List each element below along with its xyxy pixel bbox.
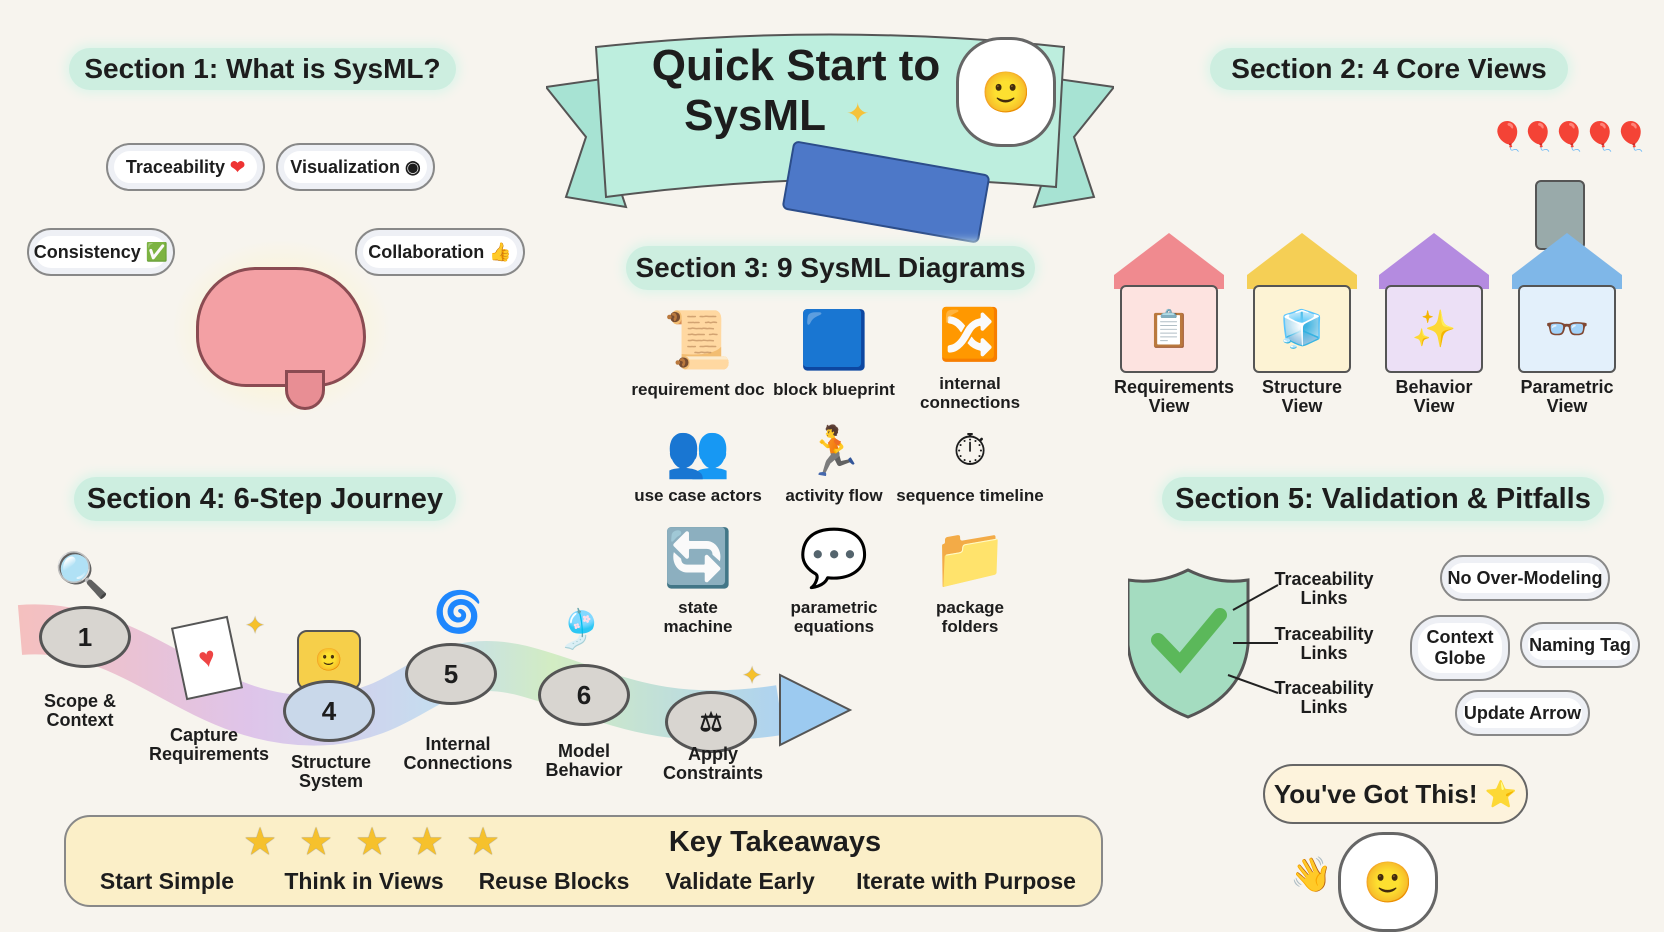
view-label: Requirements View bbox=[1114, 377, 1235, 416]
journey-arrow-head bbox=[779, 673, 853, 747]
view-requirements: 📋 bbox=[1114, 233, 1224, 373]
section-3-title: Section 3: 9 SysML Diagrams bbox=[626, 246, 1035, 290]
step-label: Model Behavior bbox=[545, 741, 623, 780]
title-banner: Quick Start to SysML 🙂 ✦ bbox=[544, 27, 1116, 244]
cloud-label: Visualization bbox=[290, 156, 400, 177]
handshake-icon: 👍 bbox=[489, 241, 512, 262]
checklist-icon: 📋 bbox=[1120, 285, 1218, 373]
takeaway-item: Reuse Blocks bbox=[478, 868, 630, 894]
shield-link-label: Traceability Links bbox=[1274, 678, 1374, 717]
section-1-title: Section 1: What is SysML? bbox=[69, 48, 456, 90]
behavior-swirl-icon: 🎐 bbox=[556, 609, 604, 651]
brain-icon bbox=[196, 267, 366, 387]
diagram-label: package folders bbox=[935, 598, 1005, 636]
astronaut-waving-icon: 🙂 bbox=[1338, 832, 1438, 932]
cloud-label: Consistency bbox=[33, 241, 141, 262]
heart-icon: ❤ bbox=[229, 156, 246, 177]
ribbon-graphic bbox=[544, 33, 1116, 209]
step-label: Structure System bbox=[290, 752, 371, 791]
equation-bubble-icon: 💬 bbox=[799, 526, 869, 589]
diagram-label: state machine bbox=[663, 598, 733, 636]
speech-bubble: You've Got This! ⭐ bbox=[1263, 764, 1528, 824]
takeaways-title: Key Takeaways bbox=[668, 826, 882, 858]
shield-icon bbox=[1128, 568, 1279, 719]
view-label: Behavior View bbox=[1395, 377, 1473, 416]
key-takeaways-box bbox=[64, 815, 1103, 907]
takeaway-item: Iterate with Purpose bbox=[856, 868, 1076, 894]
step-label: Internal Connections bbox=[403, 734, 513, 773]
pitfall-cloud: No Over-Modeling bbox=[1440, 555, 1610, 601]
glasses-icon: 👓 bbox=[1518, 285, 1616, 373]
pitfall-cloud: Context Globe bbox=[1410, 615, 1510, 681]
sparkle-icon: ✦ bbox=[846, 98, 870, 129]
step-stone-constraints: ⚖ bbox=[665, 691, 757, 753]
shield-link-label: Traceability Links bbox=[1274, 569, 1374, 608]
title-line-2: SysML bbox=[684, 91, 826, 140]
eye-icon: ◉ bbox=[405, 156, 421, 177]
swirl-arrows-icon: 🌀 bbox=[433, 590, 483, 635]
diagram-label: activity flow bbox=[785, 486, 883, 505]
magnifier-icon: 🔍 bbox=[54, 551, 110, 600]
section-4-title: Section 4: 6-Step Journey bbox=[74, 477, 456, 521]
view-structure: 🧊 bbox=[1247, 233, 1357, 373]
astronaut-icon: 🙂 bbox=[956, 37, 1056, 147]
cloud-traceability: Traceability ❤ bbox=[106, 143, 265, 191]
diagram-label: use case actors bbox=[634, 486, 762, 505]
step-stone-5: 5 bbox=[405, 643, 497, 705]
star-icon: ★ bbox=[465, 821, 501, 864]
connections-icon: 🔀 bbox=[938, 306, 1002, 363]
actors-icon: 👥 bbox=[665, 422, 731, 481]
step-stone-6: 6 bbox=[538, 664, 630, 726]
shield-link-label: Traceability Links bbox=[1274, 624, 1374, 663]
diagram-label: requirement doc bbox=[631, 380, 765, 399]
pitfall-label: Context Globe bbox=[1426, 627, 1494, 668]
cloud-visualization: Visualization ◉ bbox=[276, 143, 435, 191]
star-icon: ★ bbox=[354, 821, 390, 864]
scroll-icon: 📜 bbox=[663, 308, 733, 371]
view-label: Structure View bbox=[1261, 377, 1342, 416]
waving-hand-icon: 👋 bbox=[1290, 856, 1333, 894]
diagram-label: sequence timeline bbox=[896, 486, 1044, 505]
star-icon: ★ bbox=[242, 821, 278, 864]
state-machine-icon: 🔄 bbox=[663, 526, 733, 589]
pitfall-cloud: Naming Tag bbox=[1520, 622, 1640, 668]
path-icon: ✨ bbox=[1385, 285, 1483, 373]
scales-icon: ⚖ bbox=[699, 706, 723, 737]
balloons-icon: 🎈🎈🎈🎈🎈 bbox=[1490, 121, 1648, 152]
takeaway-item: Validate Early bbox=[665, 868, 815, 894]
cloud-consistency: Consistency ✅ bbox=[27, 228, 175, 276]
timeline-icon: ⏱ bbox=[952, 426, 988, 475]
view-parametric: 👓 bbox=[1512, 233, 1622, 373]
step-stone-1: 1 bbox=[39, 606, 131, 668]
diagram-label: parametric equations bbox=[790, 598, 878, 636]
blocks-icon: 🧊 bbox=[1253, 285, 1351, 373]
diagram-label: block blueprint bbox=[773, 380, 895, 399]
sparkle-icon: ✦ bbox=[244, 612, 266, 640]
folder-icon: 📁 bbox=[932, 524, 1008, 592]
section-2-title: Section 2: 4 Core Views bbox=[1210, 48, 1568, 90]
view-behavior: ✨ bbox=[1379, 233, 1489, 373]
section-5-title: Section 5: Validation & Pitfalls bbox=[1162, 477, 1604, 521]
cloud-collaboration: Collaboration 👍 bbox=[355, 228, 525, 276]
star-icon: ★ bbox=[298, 821, 334, 864]
sparkle-icon: ✦ bbox=[741, 662, 763, 690]
takeaway-item: Start Simple bbox=[99, 868, 235, 894]
cube-icon: 🟦 bbox=[799, 308, 869, 371]
calculator-icon bbox=[1535, 180, 1585, 250]
diagram-label: internal connections bbox=[920, 374, 1021, 412]
view-label: Parametric View bbox=[1520, 377, 1614, 416]
takeaway-item: Think in Views bbox=[284, 868, 444, 894]
pitfall-cloud: Update Arrow bbox=[1455, 690, 1590, 736]
step-label: Capture Requirements bbox=[149, 725, 270, 764]
step-stone-4: 4 bbox=[283, 680, 375, 742]
title-line-1: Quick Start to bbox=[651, 41, 941, 90]
star-icon: ★ bbox=[409, 821, 445, 864]
cloud-label: Collaboration bbox=[368, 241, 485, 262]
cloud-label: Traceability bbox=[125, 156, 225, 177]
activity-icon: 🏃 bbox=[804, 425, 864, 479]
step-label: Apply Constraints bbox=[662, 744, 763, 783]
step-label: Scope & Context bbox=[43, 691, 117, 730]
brain-stem-icon bbox=[285, 370, 325, 410]
check-icon: ✅ bbox=[145, 241, 169, 262]
